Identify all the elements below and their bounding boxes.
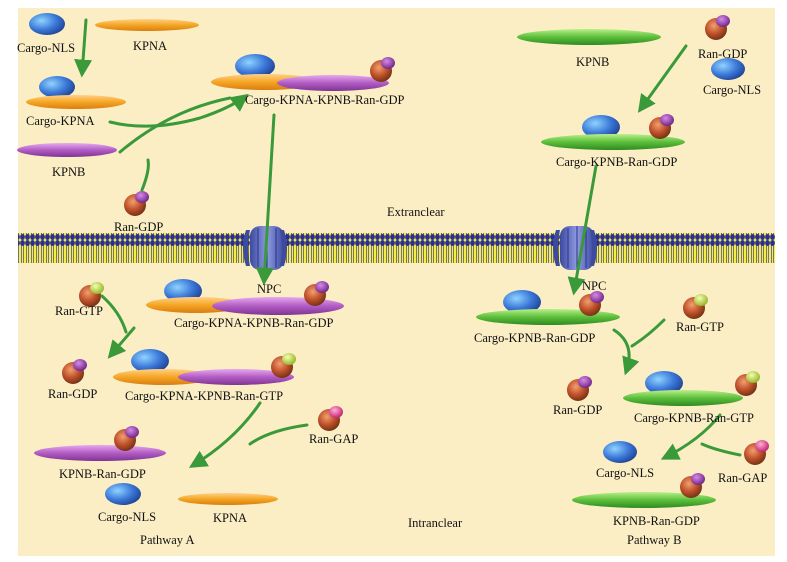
label-complex-b-top: Cargo-KPNB-Ran-GDP [556,155,677,169]
arrow-cargo-kpna-to-complex [108,93,249,128]
label-complex-b-mid: Cargo-KPNB-Ran-GDP [474,331,595,345]
label-ran-gdp-a1: Ran-GDP [114,220,163,234]
arrow-to-ran-gdp-b [612,328,640,376]
label-ran-gtp-a: Ran-GTP [55,304,103,318]
cargo-kpna-kpna-shape [26,95,126,109]
complex-b-mid-cargo-shape [503,290,541,314]
label-pathway-b: Pathway B [627,533,682,547]
complex-a-gtp-cargo-shape [131,349,169,373]
complex-a-top-kpnb-shape [277,75,389,91]
arrow-complex-through-npc-a [255,113,276,286]
complex-a-top-cargo-shape [235,54,275,78]
kpnb-shape-b [517,29,661,45]
label-cargo-kpna: Cargo-KPNA [26,114,95,128]
cargo-nls-released-shape-b [603,441,637,463]
label-kpna-a1: KPNA [133,39,167,53]
arrow-to-ran-gdp-a [107,326,136,359]
complex-b-gtp-kpnb-shape [623,390,743,406]
label-ran-gap-b: Ran-GAP [718,471,767,485]
arrow-ran-gtp-to-b [630,318,666,348]
label-kpna-a2: KPNA [213,511,247,525]
arrow-ran-gdp-to-b [637,44,688,113]
label-complex-a-mid: Cargo-KPNA-KPNB-Ran-GDP [174,316,334,330]
label-complex-a-top: Cargo-KPNA-KPNB-Ran-GDP [245,93,405,107]
label-kpnb-ran-gdp-a: KPNB-Ran-GDP [59,467,146,481]
arrow-to-cargo-nls-b [660,413,722,460]
kpna-released-shape [178,493,278,505]
label-extracellular: Extranclear [387,205,445,219]
arrow-cargo-to-cargo-kpna [74,18,93,78]
label-cargo-nls-a1: Cargo-NLS [17,41,75,55]
label-intracellular: Intranclear [408,516,463,530]
arrow-ran-gtp-to-a [100,294,128,334]
complex-b-gtp-cargo-shape [645,371,683,395]
label-cargo-nls-a2: Cargo-NLS [98,510,156,524]
complex-b-top-cargo-shape [582,115,620,139]
cargo-kpna-cargo-shape [39,76,75,98]
npc-pore-b [553,226,597,270]
arrow-kpnb-to-complex [118,96,232,154]
arrow-to-kpnb-ran-gdp-a [188,401,262,468]
complex-a-gtp-kpnb-shape [178,369,294,385]
label-kpnb-ran-gdp-b: KPNB-Ran-GDP [613,514,700,528]
label-ran-gdp-b2: Ran-GDP [553,403,602,417]
cargo-nls-shape-b [711,58,745,80]
kpnb-ran-gdp-kpnb-shape [34,445,166,461]
arrow-ran-gap-to-b [700,442,742,457]
label-cargo-nls-b1: Cargo-NLS [703,83,761,97]
label-kpnb-b: KPNB [576,55,609,69]
cargo-nls-released-shape-a [105,483,141,505]
complex-a-mid-cargo-shape [164,279,202,303]
label-ran-gdp-b1: Ran-GDP [698,47,747,61]
reaction-arrows [74,18,742,468]
arrow-ran-gdp-to-complex [140,158,150,192]
arrow-ran-gap-to-a [248,423,309,446]
label-complex-b-gtp: Cargo-KPNB-Ran-GTP [634,411,754,425]
label-complex-a-gtp: Cargo-KPNA-KPNB-Ran-GTP [125,389,283,403]
label-ran-gap-a: Ran-GAP [309,432,358,446]
label-ran-gdp-a2: Ran-GDP [48,387,97,401]
label-pathway-a: Pathway A [140,533,195,547]
complex-b-top-kpnb-shape [541,134,685,150]
label-ran-gtp-b: Ran-GTP [676,320,724,334]
kpnb-shape-a [17,143,117,157]
label-npc-a: NPC [257,282,281,296]
label-npc-b: NPC [582,279,606,293]
cargo-nls-shape [29,13,65,35]
label-kpnb-a: KPNB [52,165,85,179]
label-cargo-nls-b2: Cargo-NLS [596,466,654,480]
kpnb-ran-gdp-kpnb-shape-b [572,492,716,508]
arrow-complex-through-npc-b [567,164,598,296]
nuclear-membrane [18,233,775,263]
kpna-shape [95,19,199,31]
